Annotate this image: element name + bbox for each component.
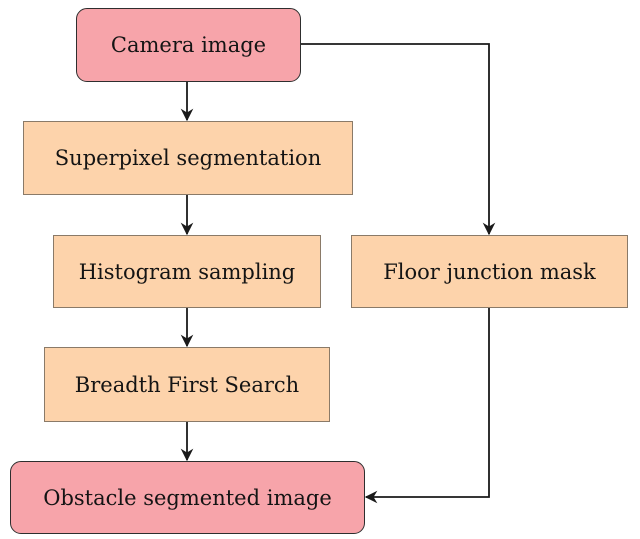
node-breadth-first-search-label: Breadth First Search	[74, 372, 300, 397]
node-histogram-sampling: Histogram sampling	[53, 235, 321, 308]
node-histogram-sampling-label: Histogram sampling	[78, 259, 296, 284]
node-floor-junction-mask-label: Floor junction mask	[383, 259, 596, 284]
node-breadth-first-search: Breadth First Search	[44, 347, 330, 422]
edge-camera-to-floor-mask	[301, 43, 496, 236]
edge-floor-mask-to-obstacle	[364, 308, 490, 504]
node-superpixel-segmentation-label: Superpixel segmentation	[54, 146, 322, 170]
node-superpixel-segmentation: Superpixel segmentation	[23, 121, 353, 195]
node-camera-image-label: Camera image	[110, 33, 267, 57]
node-obstacle-segmented-image-label: Obstacle segmented image	[43, 485, 332, 510]
node-floor-junction-mask: Floor junction mask	[351, 235, 628, 308]
node-obstacle-segmented-image: Obstacle segmented image	[10, 461, 365, 534]
node-camera-image: Camera image	[76, 8, 301, 82]
